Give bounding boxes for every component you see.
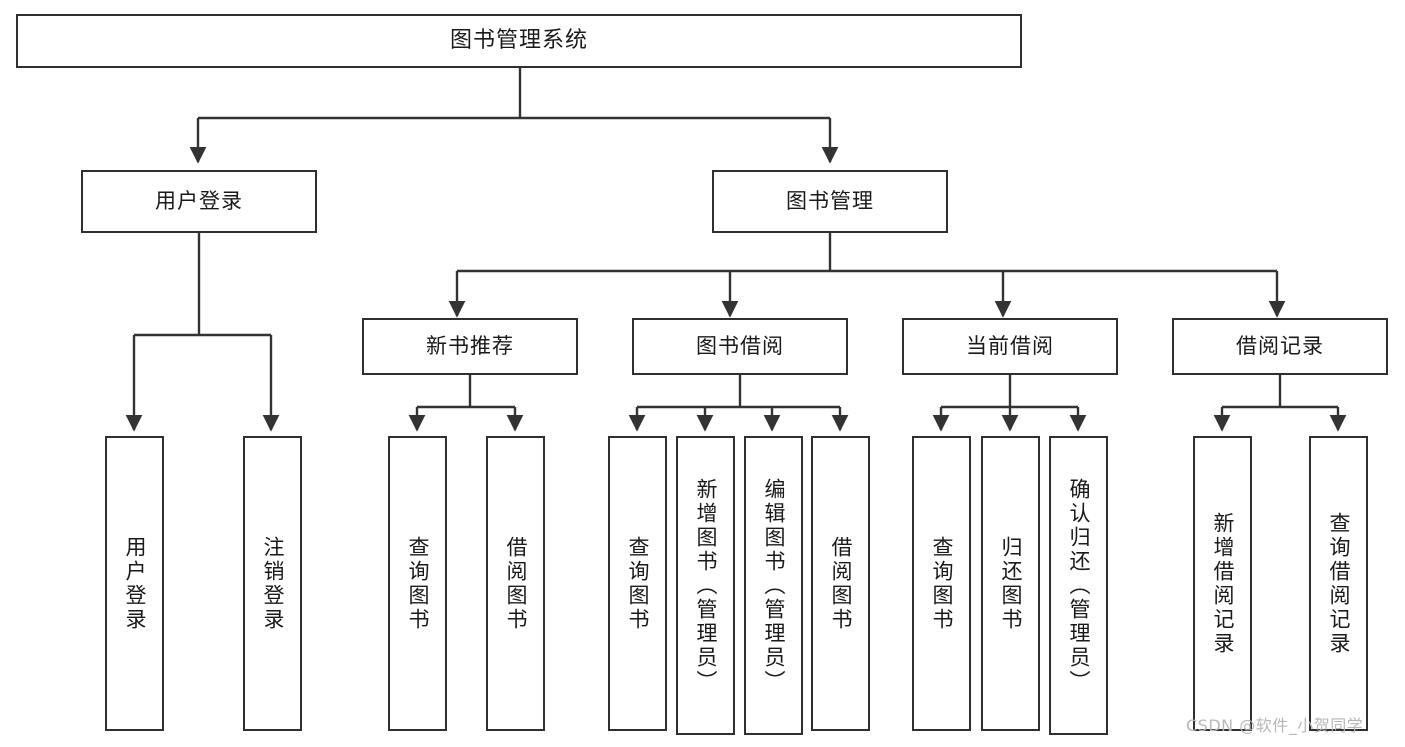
leaf-query-borrow-record[interactable]: 查询借阅记录 [1309, 436, 1368, 731]
node-label: 借阅图书 [504, 535, 528, 632]
node-label: 查询图书 [626, 535, 650, 632]
leaf-return-book[interactable]: 归还图书 [981, 436, 1040, 731]
node-label: 图书管理 [786, 189, 874, 214]
node-current-borrow[interactable]: 当前借阅 [902, 318, 1118, 375]
node-borrow-record[interactable]: 借阅记录 [1172, 318, 1388, 375]
node-label: 新增图书（管理员） [694, 477, 718, 694]
node-label: 确认归还（管理员） [1067, 477, 1091, 694]
node-label: 编辑图书（管理员） [762, 477, 786, 694]
node-label: 借阅图书 [829, 535, 853, 632]
node-label: 归还图书 [999, 535, 1023, 632]
node-label: 用户登录 [123, 535, 147, 632]
leaf-user-login[interactable]: 用户登录 [105, 436, 164, 731]
node-label: 查询借阅记录 [1327, 511, 1351, 656]
leaf-borrow-book[interactable]: 借阅图书 [811, 436, 870, 731]
leaf-add-borrow-record[interactable]: 新增借阅记录 [1193, 436, 1252, 731]
node-label: 图书管理系统 [449, 28, 588, 54]
leaf-edit-book-admin[interactable]: 编辑图书（管理员） [744, 436, 803, 735]
node-label: 查询图书 [406, 535, 430, 632]
node-label: 用户登录 [155, 189, 243, 214]
node-label: 新增借阅记录 [1211, 511, 1235, 656]
node-label: 借阅记录 [1236, 334, 1324, 359]
node-user-login[interactable]: 用户登录 [81, 170, 317, 233]
node-book-borrow[interactable]: 图书借阅 [632, 318, 848, 375]
leaf-borrow-book-recommend[interactable]: 借阅图书 [486, 436, 545, 731]
leaf-confirm-return-admin[interactable]: 确认归还（管理员） [1049, 436, 1108, 735]
leaf-add-book-admin[interactable]: 新增图书（管理员） [676, 436, 735, 735]
leaf-query-book-borrow[interactable]: 查询图书 [608, 436, 667, 731]
leaf-logout[interactable]: 注销登录 [243, 436, 302, 731]
node-label: 查询图书 [930, 535, 954, 632]
leaf-query-book-current[interactable]: 查询图书 [912, 436, 971, 731]
node-label: 注销登录 [261, 535, 285, 632]
node-new-book-recommend[interactable]: 新书推荐 [362, 318, 578, 375]
node-label: 图书借阅 [696, 334, 784, 359]
node-book-management[interactable]: 图书管理 [712, 170, 948, 233]
node-label: 新书推荐 [426, 334, 514, 359]
node-root-system[interactable]: 图书管理系统 [16, 14, 1022, 68]
node-label: 当前借阅 [966, 334, 1054, 359]
leaf-query-book-recommend[interactable]: 查询图书 [388, 436, 447, 731]
